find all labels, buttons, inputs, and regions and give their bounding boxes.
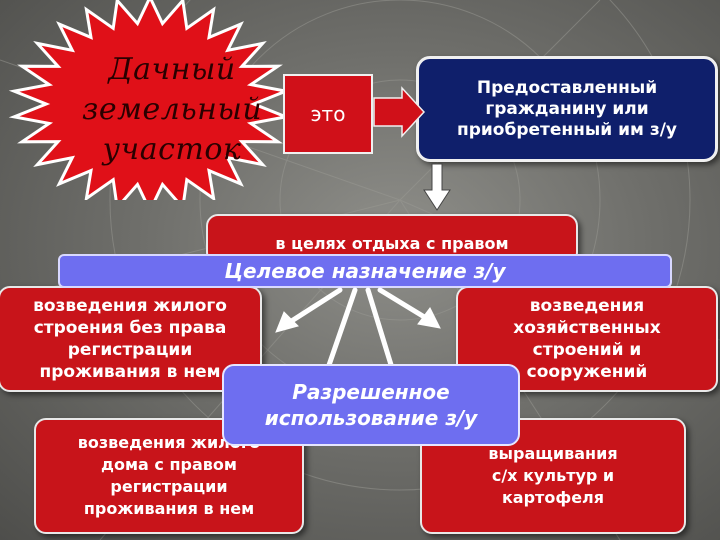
option-crops-potatoes: выращивания с/х культур и картофеля	[420, 418, 686, 534]
starburst-title: Дачный земельный участок	[82, 52, 263, 167]
option-dwelling-no-registration: возведения жилого строения без права рег…	[0, 286, 262, 392]
down-arrow	[423, 163, 451, 211]
permitted-use-box: Разрешенное использование з/у	[222, 364, 520, 446]
eto-label: это	[283, 74, 373, 154]
right-arrow	[373, 86, 426, 138]
definition-box: Предоставленный гражданину или приобрете…	[416, 56, 718, 162]
starburst-shape	[8, 0, 292, 200]
target-purpose-band: Целевое назначение з/у	[58, 254, 672, 288]
